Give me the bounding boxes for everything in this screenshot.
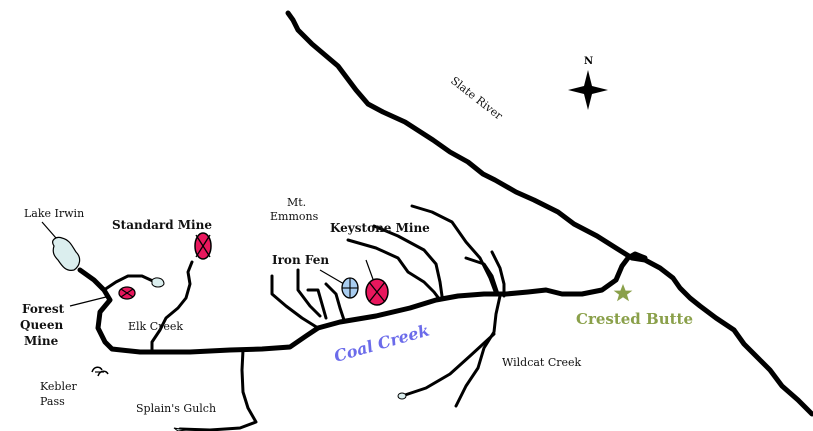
iron-fen-label: Iron Fen bbox=[272, 253, 329, 267]
elk-creek-stream bbox=[150, 260, 194, 354]
kebler-pass-label-1: Kebler bbox=[40, 380, 78, 393]
compass-n-label: N bbox=[584, 56, 593, 67]
forest-queen-label-3: Mine bbox=[24, 334, 59, 348]
coal-creek-label: Coal Creek bbox=[332, 321, 431, 366]
keystone-mine-marker-icon bbox=[365, 278, 389, 306]
forest-queen-tributary bbox=[102, 274, 157, 292]
slate-river-stream bbox=[285, 10, 813, 417]
tributary-west bbox=[270, 274, 320, 330]
keystone-mine-label: Keystone Mine bbox=[330, 221, 430, 235]
lake-irwin-label: Lake Irwin bbox=[24, 207, 84, 220]
tributary-keystone-4 bbox=[464, 256, 500, 296]
standard-mine-marker-icon bbox=[194, 232, 212, 260]
wildcat-creek-stream bbox=[454, 294, 502, 408]
pond-wildcat bbox=[397, 392, 407, 400]
forest-queen-leader bbox=[69, 295, 111, 307]
crested-butte-label: Crested Butte bbox=[576, 310, 693, 328]
tributary-center bbox=[296, 268, 322, 318]
coal-creek-stream bbox=[77, 251, 648, 355]
lake-irwin-leader bbox=[41, 221, 57, 239]
slate-river-label: Slate River bbox=[448, 74, 505, 123]
splains-gulch-stream bbox=[178, 348, 258, 431]
wildcat-branch bbox=[400, 332, 496, 398]
tributary-keystone-5 bbox=[490, 250, 506, 298]
iron-fen-leader bbox=[319, 269, 345, 285]
iron-fen-marker-icon bbox=[341, 277, 359, 299]
tributary-keystone-3 bbox=[410, 204, 498, 296]
tributary-fen bbox=[306, 288, 328, 320]
forest-queen-label-2: Queen bbox=[20, 318, 63, 332]
star-icon bbox=[613, 284, 633, 302]
pond-shape bbox=[151, 277, 165, 288]
tributary-keystone-2 bbox=[372, 224, 444, 298]
kebler-pass-label-2: Pass bbox=[40, 395, 65, 408]
tributary-ironfen bbox=[324, 282, 346, 322]
keystone-leader bbox=[365, 259, 375, 283]
pass-icon bbox=[91, 366, 109, 377]
compass-icon bbox=[568, 70, 608, 110]
mt-emmons-label-2: Emmons bbox=[270, 210, 319, 223]
standard-mine-label: Standard Mine bbox=[112, 218, 212, 232]
tributary-keystone-1 bbox=[346, 238, 442, 302]
wildcat-creek-label: Wildcat Creek bbox=[502, 356, 582, 369]
mt-emmons-label-1: Mt. bbox=[287, 196, 306, 209]
elk-creek-label: Elk Creek bbox=[128, 320, 183, 333]
lake-irwin-shape bbox=[52, 236, 81, 271]
splains-gulch-label: Splain's Gulch bbox=[136, 402, 216, 415]
forest-queen-label-1: Forest bbox=[22, 302, 65, 316]
forest-queen-mine-marker-icon bbox=[118, 286, 136, 300]
